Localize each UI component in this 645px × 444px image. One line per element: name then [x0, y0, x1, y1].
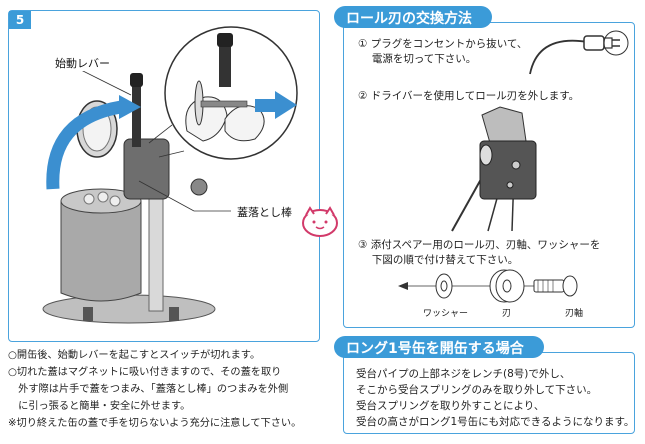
step1-line1: ① プラグをコンセントから抜いて、	[358, 38, 528, 50]
part-blade-label: 刃	[502, 309, 512, 319]
can-opener-illustration	[42, 26, 298, 324]
part-washer-label: ワッシャー	[423, 309, 469, 319]
warning-line: ※切り終えた缶の蓋で手を切らないよう充分に注意して下さい。	[8, 418, 302, 429]
note-line: ○開缶後、始動レバーを起こすとスイッチが切れます。	[8, 350, 261, 361]
note-line: に引っ張ると簡単・安全に外せます。	[8, 401, 191, 412]
lid-drop-rod-label: 蓋落とし棒	[235, 204, 294, 220]
step1-line2: 電源を切って下さい。	[358, 53, 477, 65]
blade-step2: ② ドライバーを使用してロール刃を外します。	[358, 90, 580, 102]
long-can-section-box	[343, 352, 635, 434]
step3-line2: 下図の順で付け替えて下さい。	[358, 254, 519, 266]
left-notes: ○開缶後、始動レバーを起こすとスイッチが切れます。 ○切れた蓋はマグネットに吸い…	[8, 347, 326, 432]
instruction-panel-step5: 5	[8, 10, 320, 342]
step3-line1: ③ 添付スペアー用のロール刃、刃軸、ワッシャーを	[358, 239, 601, 251]
step-number-badge: 5	[9, 11, 31, 29]
long-can-section-title: ロング1号缶を開缶する場合	[334, 336, 544, 358]
long-can-line1: 受台パイプの上部ネジをレンチ(8号)で外し、	[356, 368, 571, 380]
blade-section-title: ロール刃の交換方法	[334, 6, 492, 28]
blade-step3: ③ 添付スペアー用のロール刃、刃軸、ワッシャーを 下図の順で付け替えて下さい。	[358, 238, 600, 268]
long-can-line3: 受台スプリングを取り外すことにより、	[356, 400, 545, 412]
long-can-text: 受台パイプの上部ネジをレンチ(8号)で外し、 そこから受台スプリングのみを取り外…	[356, 366, 634, 430]
power-plug-icon	[529, 30, 629, 75]
long-can-line2: そこから受台スプリングのみを取り外して下さい。	[356, 384, 598, 396]
long-can-line4: 受台の高さがロング1号缶にも対応できるようになります。	[356, 416, 635, 428]
mascot-icon	[302, 206, 338, 237]
note-line: 外す際は片手で蓋をつまみ、「蓋落とし棒」のつまみを外側	[8, 384, 289, 395]
start-lever-label: 始動レバー	[53, 55, 112, 71]
part-shaft-label: 刃軸	[565, 309, 584, 319]
blade-step1: ① プラグをコンセントから抜いて、 電源を切って下さい。	[358, 37, 527, 67]
parts-order-diagram	[398, 269, 578, 303]
note-line: ○切れた蓋はマグネットに吸い付きますので、その蓋を取り	[8, 367, 282, 378]
blade-head-illustration	[451, 106, 537, 232]
